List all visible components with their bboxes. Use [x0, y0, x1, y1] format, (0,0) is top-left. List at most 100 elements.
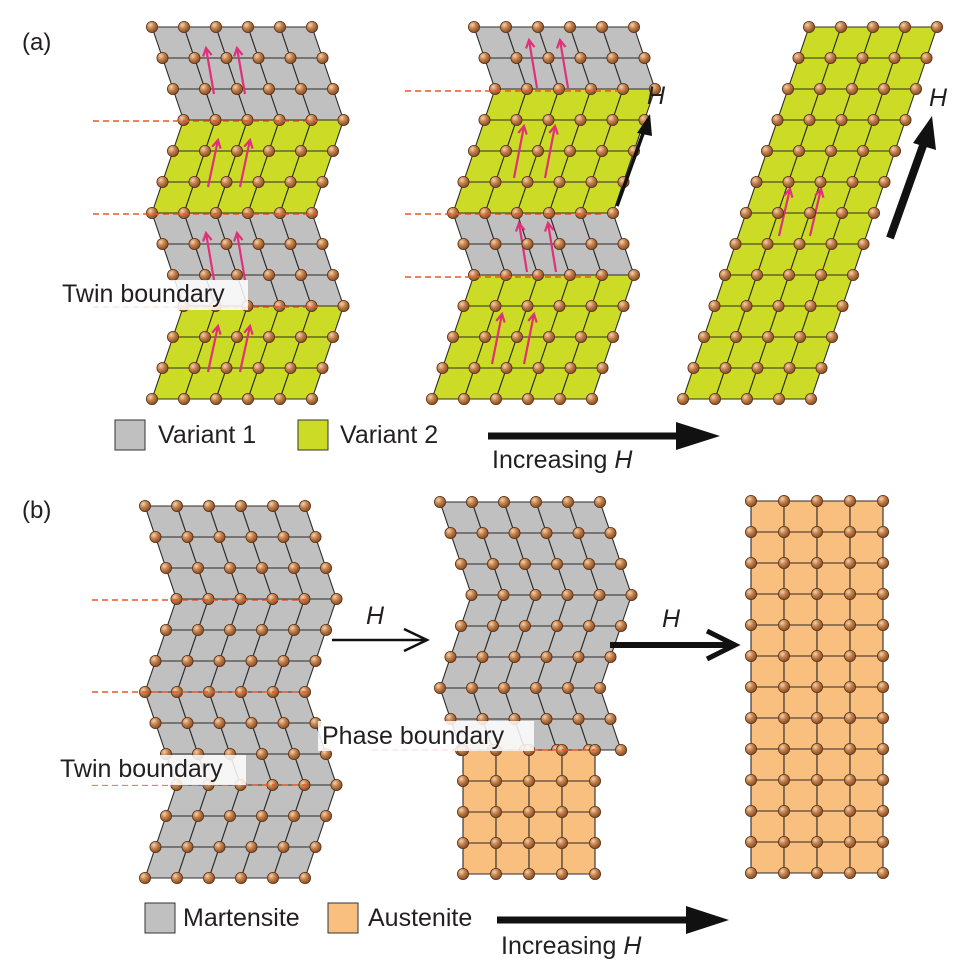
atom — [846, 175, 859, 188]
lattice-cell — [783, 655, 818, 688]
lattice-cell — [849, 748, 884, 781]
atom — [138, 872, 151, 885]
atom — [532, 268, 545, 281]
lattice-cell — [816, 500, 851, 533]
atom — [159, 810, 172, 823]
panel-a-lattice-1 — [145, 20, 350, 405]
atom — [572, 651, 585, 664]
atom — [223, 562, 236, 575]
atom — [489, 175, 502, 188]
atom — [213, 841, 226, 854]
atom — [604, 651, 617, 664]
atom — [931, 20, 944, 33]
atom — [778, 681, 791, 694]
atom — [562, 682, 575, 695]
atom — [145, 392, 158, 405]
atom — [181, 717, 194, 730]
lattice-cell — [462, 811, 497, 844]
atom — [835, 20, 848, 33]
atom — [309, 841, 322, 854]
atom — [213, 717, 226, 730]
atom — [745, 557, 758, 570]
field-arrow-small — [615, 114, 652, 207]
atom — [596, 361, 609, 374]
lattice-cell — [849, 593, 884, 626]
atom — [877, 836, 890, 849]
lattice-cell — [750, 779, 785, 812]
atom — [478, 52, 491, 65]
twin-boundary-label-bg — [58, 280, 248, 310]
atom — [500, 361, 513, 374]
field-arrow-b-large — [610, 628, 741, 662]
atom — [556, 837, 569, 850]
atom — [778, 712, 791, 725]
atom — [586, 392, 599, 405]
field-label-b-large: H — [662, 605, 681, 633]
atom — [564, 361, 577, 374]
atom — [284, 52, 297, 65]
lattice-cell — [816, 562, 851, 595]
lattice-cell — [849, 655, 884, 688]
atom — [159, 562, 172, 575]
atom — [877, 650, 890, 663]
lattice-cell — [849, 810, 884, 843]
atom — [489, 868, 502, 881]
atom — [745, 712, 758, 725]
atom — [188, 361, 201, 374]
atom — [803, 20, 816, 33]
lattice-cell — [783, 686, 818, 719]
atom — [220, 52, 233, 65]
atom — [835, 114, 848, 127]
atom — [778, 619, 791, 632]
atom — [551, 620, 564, 633]
atom — [489, 775, 502, 788]
lattice-cell — [849, 779, 884, 812]
lattice-cell — [816, 717, 851, 750]
atom — [556, 806, 569, 819]
atom — [532, 361, 545, 374]
atom — [910, 83, 923, 96]
lattice-cell — [849, 717, 884, 750]
atom — [589, 775, 602, 788]
atom — [867, 114, 880, 127]
atom — [181, 531, 194, 544]
atom — [287, 624, 300, 637]
atom — [794, 330, 807, 343]
atom — [522, 392, 535, 405]
atom — [811, 743, 824, 756]
atom — [262, 144, 275, 157]
atom — [572, 713, 585, 726]
atom — [877, 867, 890, 880]
atom — [489, 392, 502, 405]
atom — [499, 144, 512, 157]
lattice-cell — [561, 811, 596, 844]
atom — [489, 837, 502, 850]
atom — [745, 526, 758, 539]
atom — [330, 593, 343, 606]
atom — [305, 20, 318, 33]
atom — [149, 531, 162, 544]
atom — [319, 810, 332, 823]
atom — [709, 392, 722, 405]
legend-martensite-label: Martensite — [183, 904, 300, 932]
atom — [284, 237, 297, 250]
lattice-cell — [816, 686, 851, 719]
atom — [277, 717, 290, 730]
atom — [811, 836, 824, 849]
lattice-cell — [783, 810, 818, 843]
lattice-cell — [816, 841, 851, 874]
atom — [730, 330, 743, 343]
atom — [489, 806, 502, 819]
atom — [454, 558, 467, 571]
atom — [326, 330, 339, 343]
moment-arrow — [206, 137, 222, 188]
atom — [617, 299, 630, 312]
atom — [783, 361, 796, 374]
increasing-label-b: Increasing H — [501, 932, 642, 960]
atom — [519, 558, 532, 571]
atom — [761, 144, 774, 157]
atom — [778, 526, 791, 539]
atom — [255, 562, 268, 575]
atom — [309, 531, 322, 544]
